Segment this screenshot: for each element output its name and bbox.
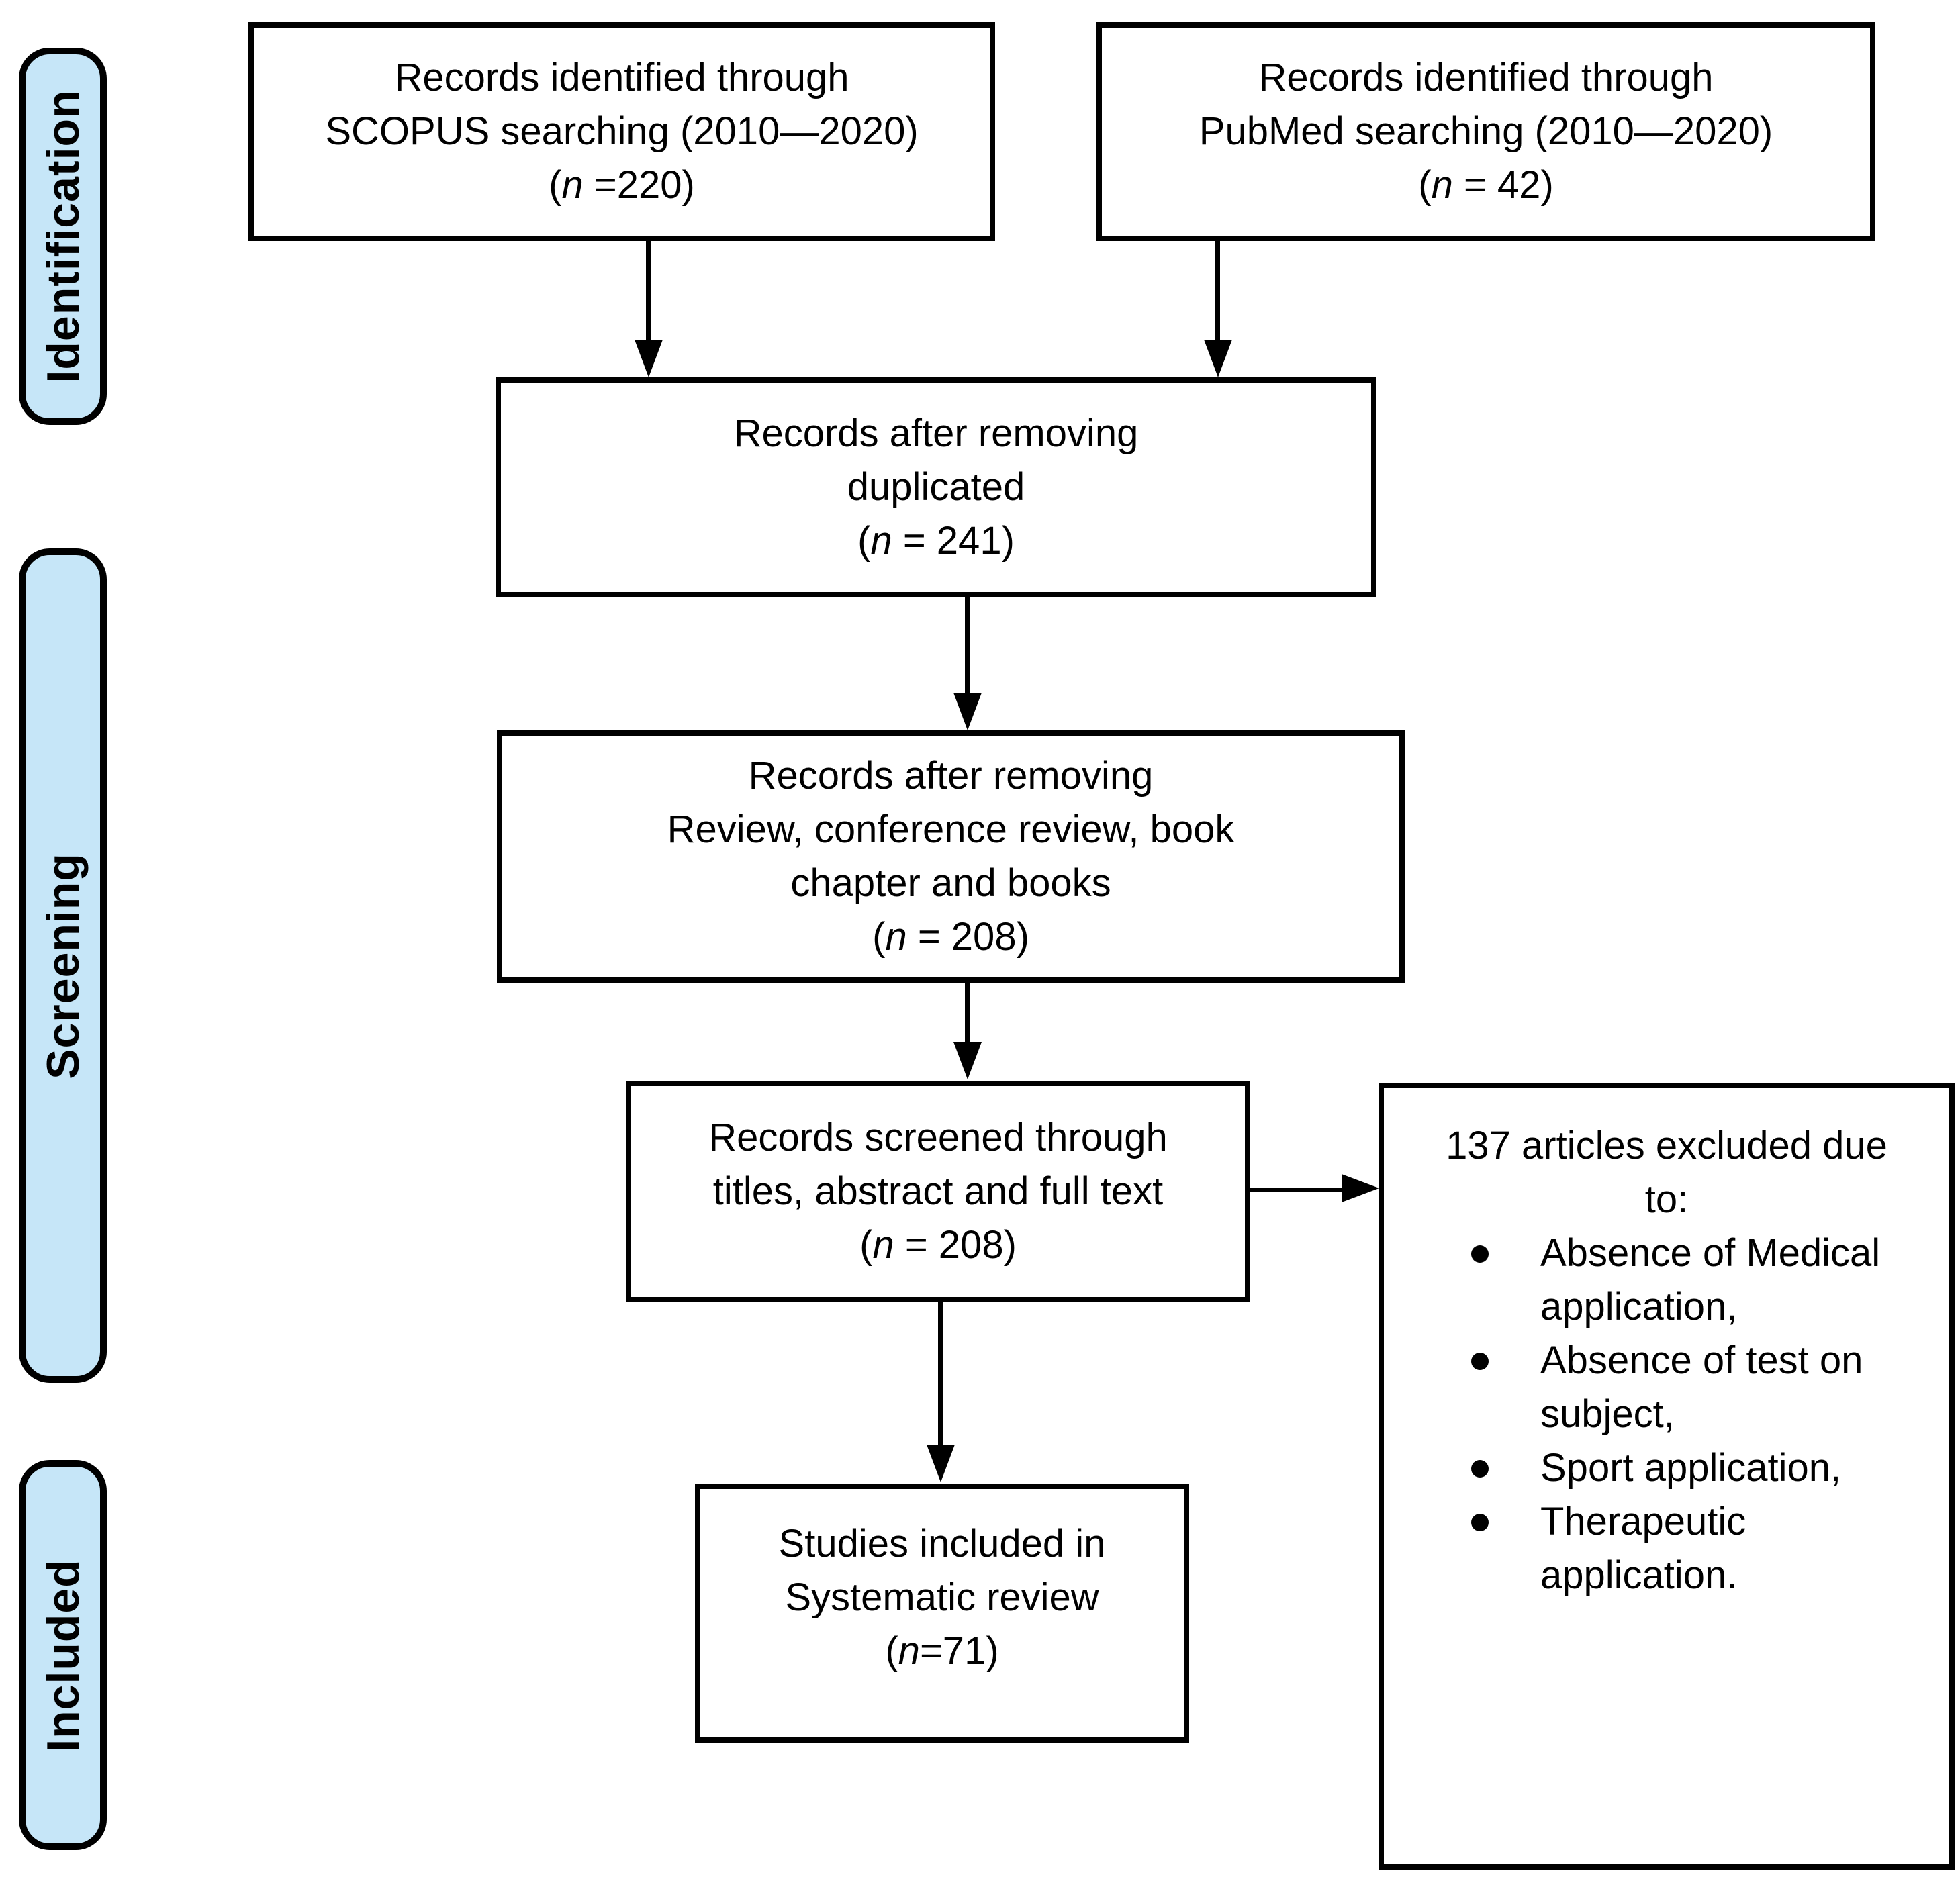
count-line: (n = 208): [859, 1223, 1017, 1267]
arrow-right-icon: [1342, 1174, 1379, 1202]
arrow-screen-to-included-line: [938, 1302, 943, 1448]
n-symbol: n: [561, 163, 584, 207]
exclusion-reason: Absence of Medical application,: [1403, 1226, 1930, 1334]
box-studies-included: Studies included in Systematic review (n=7…: [695, 1484, 1189, 1743]
box-text-line: Records identified through: [1258, 56, 1714, 99]
arrow-filter-to-screen-line: [965, 983, 970, 1045]
count-line: (n = 208): [872, 915, 1029, 959]
excluded-header: 137 articles excluded due to:: [1446, 1124, 1887, 1221]
arrow-dedup-to-filter-line: [965, 597, 970, 695]
box-text-line: duplicated: [847, 465, 1025, 509]
count-line: (n = 241): [857, 519, 1015, 563]
box-text-line: titles, abstract and full text: [712, 1169, 1164, 1213]
box-text-line: Records screened through: [708, 1116, 1168, 1159]
n-symbol: n: [898, 1629, 920, 1673]
box-articles-excluded: 137 articles excluded due to: Absence of…: [1379, 1083, 1955, 1870]
box-after-deduplication: Records after removing duplicated (n = 241…: [496, 377, 1376, 597]
box-text-line: Studies included in: [778, 1522, 1106, 1565]
exclusion-reason-list: Absence of Medical application,Absence o…: [1403, 1226, 1930, 1602]
arrow-scopus-to-dedup-line: [646, 240, 651, 342]
box-text-line: chapter and books: [790, 861, 1111, 905]
box-records-screened: Records screened through titles, abstract…: [626, 1081, 1250, 1302]
arrow-down-icon: [927, 1445, 955, 1482]
exclusion-reason: Sport application,: [1403, 1441, 1930, 1495]
arrow-down-icon: [953, 1042, 982, 1079]
n-symbol: n: [872, 1223, 894, 1267]
box-text-line: Records after removing: [748, 754, 1154, 797]
arrow-screen-to-excluded-line: [1250, 1188, 1344, 1192]
n-symbol: n: [1431, 163, 1453, 207]
n-symbol: n: [885, 915, 907, 959]
box-text-line: Review, conference review, book: [667, 808, 1235, 851]
stage-identification: Identification: [19, 48, 107, 425]
arrow-down-icon: [635, 340, 663, 377]
box-text-line: SCOPUS searching (2010—2020): [325, 109, 919, 153]
stage-label: Included: [37, 1558, 89, 1752]
arrow-down-icon: [953, 693, 982, 730]
arrow-down-icon: [1204, 340, 1232, 377]
box-text-line: Records after removing: [733, 411, 1139, 455]
arrow-pubmed-to-dedup-line: [1215, 240, 1220, 342]
exclusion-reason: Therapeutic application.: [1403, 1495, 1930, 1602]
stage-screening: Screening: [19, 548, 107, 1383]
count-line: (n =220): [549, 163, 695, 207]
stage-label: Screening: [37, 852, 89, 1079]
box-text-line: PubMed searching (2010—2020): [1199, 109, 1773, 153]
box-text-line: Records identified through: [394, 56, 849, 99]
stage-label: Identification: [37, 89, 89, 383]
box-text-line: Systematic review: [785, 1576, 1099, 1619]
stage-included: Included: [19, 1460, 107, 1850]
count-line: (n=71): [885, 1629, 999, 1673]
count-line: (n = 42): [1418, 163, 1554, 207]
n-symbol: n: [870, 519, 892, 563]
exclusion-reason: Absence of test on subject,: [1403, 1334, 1930, 1441]
